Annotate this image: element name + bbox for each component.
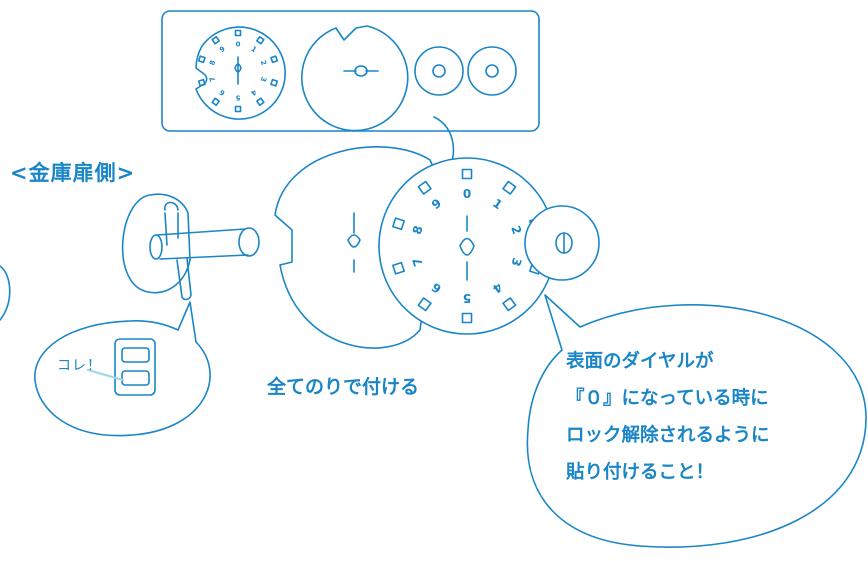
dial-square-mark [392,217,405,231]
dial-square-mark [417,180,432,195]
dial-digit-1: 1 [249,45,258,54]
dial-digit-7: 7 [208,76,217,83]
pointer-line [87,369,124,381]
dial-digit-5: 5 [235,94,240,102]
partial-circle [0,265,11,321]
dial-digit-0: 0 [463,187,471,201]
glue-caption: 全てのりで付ける [267,376,420,398]
dial-digit-0: 0 [236,40,241,48]
instruction-note: 表面のダイヤルが 『０』になっている時に ロック解除されるように 貼り付けること… [566,343,770,491]
small-dial-ticks: 012 34 567 89 [197,29,279,113]
dial-square-mark [234,105,242,113]
dial-digit-3: 3 [508,256,524,268]
dial-square-mark [461,168,473,180]
dial-square-mark [197,78,206,87]
callout-bubble-left [34,301,211,437]
note-line: ロック解除されるように [566,425,770,446]
parts-sheet: 012 34 567 89 [161,10,540,132]
dial-digit-2: 2 [508,224,524,236]
dial-square-mark [270,55,279,64]
small-dial-icon: 012 34 567 89 [195,26,286,120]
dial-digit-7: 7 [410,256,426,268]
dial-square-mark [417,297,432,312]
gear-icon [524,205,600,281]
small-gear-icon [414,46,517,96]
dial-digit-6: 6 [218,88,227,97]
cam-plate-icon [274,146,441,349]
cam-disc-icon [301,25,409,132]
dial-digit-8: 8 [208,59,217,66]
dial-square-mark [197,55,206,64]
dial-square-mark [270,78,279,87]
dial-square-mark [502,180,517,195]
door-side-title: <金庫扉側> [10,161,136,185]
dial-digit-5: 5 [463,291,471,305]
dial-square-mark [256,35,265,45]
knob-icon [121,193,260,301]
dial-digit-9: 9 [218,45,227,54]
latch-icon [114,338,156,396]
dial-square-mark [211,97,220,107]
note-line: 『０』になっている時に [566,388,769,409]
note-line: 表面のダイヤルが [566,351,714,372]
dial-square-mark [234,29,242,37]
kore-label: コレ！ [57,358,102,374]
dial-square-mark [211,35,220,45]
note-line: 貼り付けること！ [566,462,715,483]
dial-digit-4: 4 [249,88,258,97]
dial-square-mark [502,297,517,312]
dial-square-mark [461,312,473,324]
dial-digit-3: 3 [259,76,268,83]
dial-digit-2: 2 [259,59,268,66]
dial-digit-8: 8 [410,224,426,236]
dial-square-mark [392,261,405,275]
dial-square-mark [256,97,265,107]
callout-bubble-right [526,294,867,548]
